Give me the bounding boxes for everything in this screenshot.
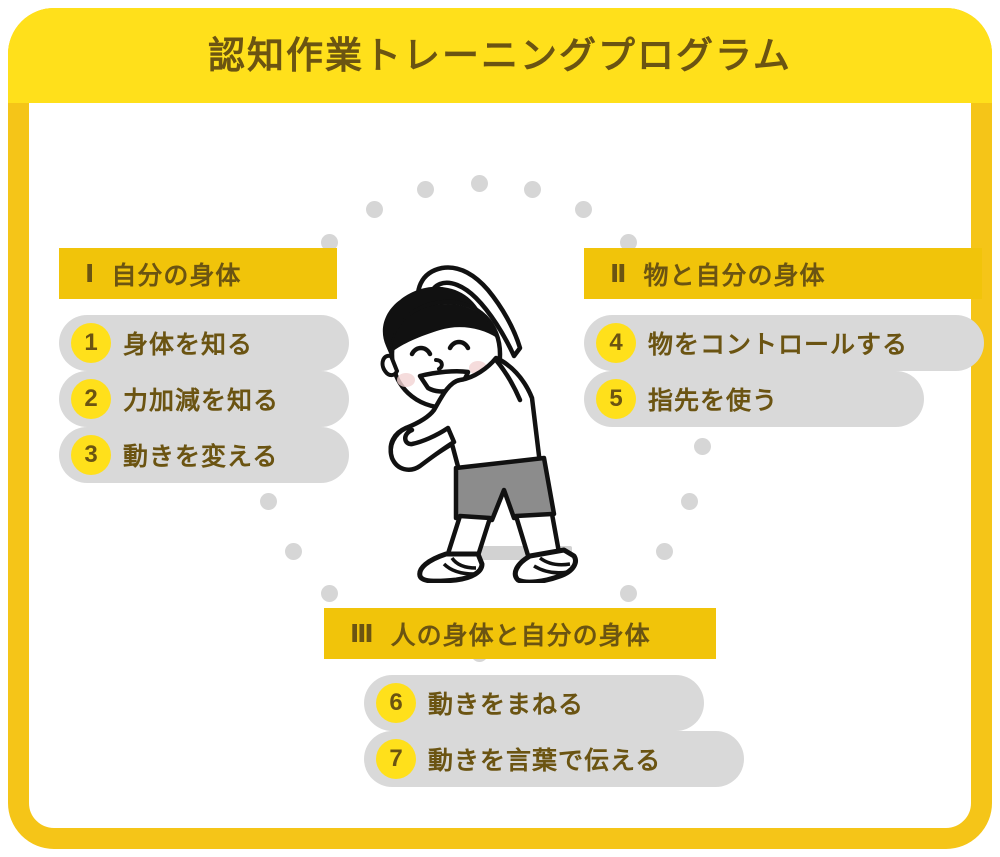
item-label: 指先を使う (648, 387, 779, 415)
group-1-header: Ⅰ 自分の身体 (59, 248, 337, 299)
group-3-title: 人の身体と自分の身体 (390, 621, 651, 650)
decorative-dot (693, 437, 711, 455)
item-number-badge: 6 (376, 683, 416, 723)
item-number-badge: 2 (71, 379, 111, 419)
group-3: Ⅲ 人の身体と自分の身体 6 動きをまねる 7 動きを言葉で伝える (324, 608, 744, 787)
decorative-dot (575, 201, 593, 219)
item-number-badge: 7 (376, 739, 416, 779)
item-number-badge: 3 (71, 435, 111, 475)
group-2-numeral: Ⅱ (610, 259, 628, 288)
decorative-dot (619, 233, 637, 251)
list-item[interactable]: 1 身体を知る (59, 315, 349, 371)
group-3-items: 6 動きをまねる 7 動きを言葉で伝える (324, 675, 744, 787)
group-2: Ⅱ 物と自分の身体 4 物をコントロールする 5 指先を使う (584, 248, 984, 427)
item-number-badge: 4 (596, 323, 636, 363)
boy-side-stretch-icon (364, 228, 654, 583)
list-item[interactable]: 5 指先を使う (584, 371, 924, 427)
decorative-dot (321, 233, 339, 251)
item-label: 物をコントロールする (648, 331, 909, 359)
group-1: Ⅰ 自分の身体 1 身体を知る 2 力加減を知る 3 動きを変える (59, 248, 359, 483)
group-2-items: 4 物をコントロールする 5 指先を使う (584, 315, 984, 427)
group-1-items: 1 身体を知る 2 力加減を知る 3 動きを変える (59, 315, 359, 483)
title-band: 認知作業トレーニングプログラム (8, 8, 992, 103)
item-label: 動きをまねる (428, 691, 585, 719)
list-item[interactable]: 3 動きを変える (59, 427, 349, 483)
decorative-dot (470, 174, 488, 192)
group-3-header: Ⅲ 人の身体と自分の身体 (324, 608, 716, 659)
decorative-dot (655, 542, 673, 560)
group-3-numeral: Ⅲ (350, 619, 375, 648)
decorative-dot (365, 201, 383, 219)
group-2-title: 物と自分の身体 (643, 261, 826, 290)
list-item[interactable]: 6 動きをまねる (364, 675, 704, 731)
group-2-header: Ⅱ 物と自分の身体 (584, 248, 982, 299)
decorative-dot (680, 492, 698, 510)
item-label: 動きを言葉で伝える (428, 747, 662, 775)
page-title: 認知作業トレーニングプログラム (208, 35, 792, 76)
list-item[interactable]: 4 物をコントロールする (584, 315, 984, 371)
decorative-dot (321, 585, 339, 603)
group-1-title: 自分の身体 (111, 261, 242, 290)
list-item[interactable]: 2 力加減を知る (59, 371, 349, 427)
item-label: 動きを変える (123, 443, 279, 471)
list-item[interactable]: 7 動きを言葉で伝える (364, 731, 744, 787)
decorative-dot (285, 542, 303, 560)
poster-stage: Ⅰ 自分の身体 1 身体を知る 2 力加減を知る 3 動きを変える (29, 103, 984, 828)
group-1-numeral: Ⅰ (85, 259, 96, 288)
item-label: 力加減を知る (123, 387, 280, 415)
decorative-dot (619, 585, 637, 603)
decorative-dot (524, 181, 542, 199)
item-number-badge: 1 (71, 323, 111, 363)
decorative-dot (260, 492, 278, 510)
item-number-badge: 5 (596, 379, 636, 419)
item-label: 身体を知る (123, 331, 254, 359)
decorative-dot (416, 181, 434, 199)
